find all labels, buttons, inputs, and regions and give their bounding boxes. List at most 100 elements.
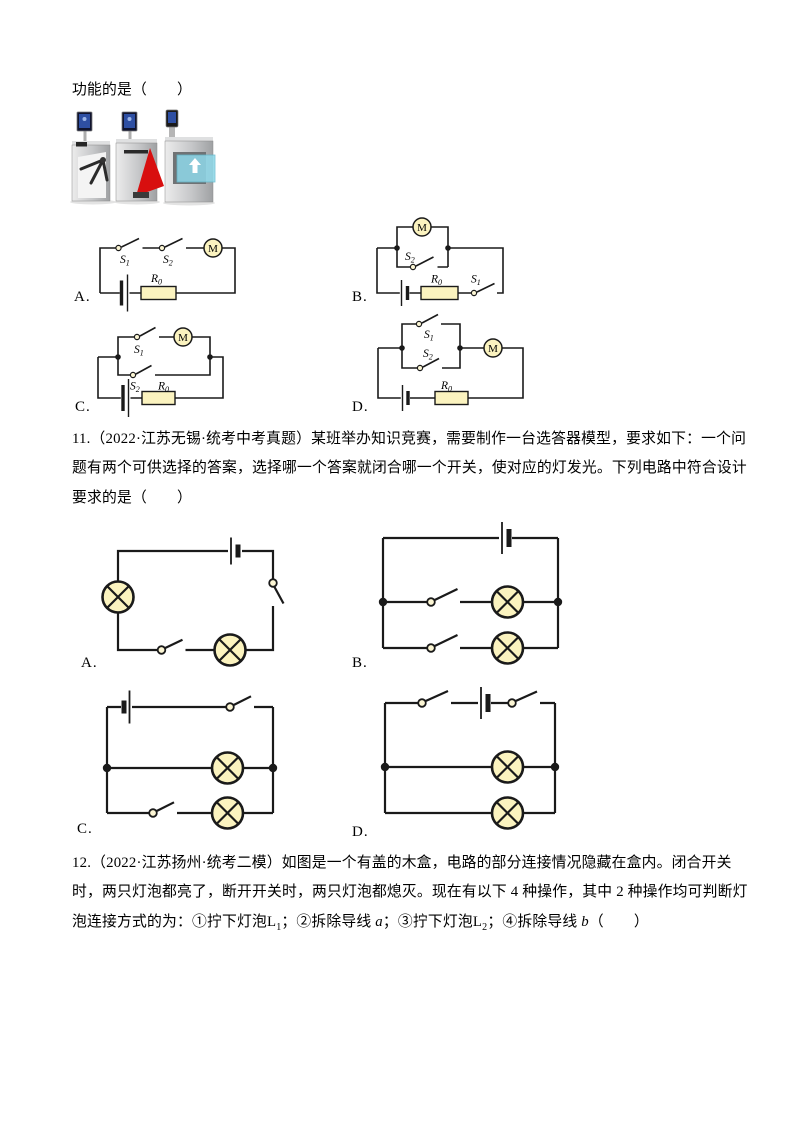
junction-dot [550, 762, 560, 772]
label-r0: R0 [157, 381, 169, 395]
junction-dot [102, 763, 112, 773]
junction-dot [457, 345, 463, 351]
q12-l3-wire-b: b [581, 914, 589, 930]
circuit-q10-c: M S1 S2 R0 [97, 326, 224, 417]
turnstile-gate-middle [115, 111, 164, 202]
red-wedge [136, 148, 164, 196]
label-r0: R0 [430, 274, 442, 288]
lamp-icon [210, 751, 245, 785]
option-label-q10-b: B. [352, 289, 368, 305]
switch-icon [158, 237, 183, 252]
label-s2: S2 [423, 348, 433, 362]
junction-dot [380, 762, 390, 772]
circuit-q10-d: M S1 S2 R0 [377, 313, 524, 411]
circuit-q11-b [378, 522, 563, 665]
switch-icon [426, 634, 458, 653]
switch-icon [409, 256, 434, 271]
label-r0: R0 [150, 273, 162, 287]
option-label-q11-b: B. [352, 655, 368, 671]
option-label-q10-c: C. [75, 399, 91, 415]
junction-dot [394, 245, 400, 251]
switch-icon [115, 237, 140, 252]
battery-icon [121, 690, 131, 724]
battery-icon [230, 537, 241, 565]
svg-text:M: M [208, 243, 218, 255]
q12-text-line-2: 时，两只灯泡都亮了，断开开关时，两只灯泡都熄灭。现在有以下 4 种操作，其中 2… [72, 884, 748, 900]
battery-icon [119, 274, 129, 312]
battery-icon [400, 280, 410, 306]
label-r0: R0 [440, 380, 452, 394]
lamp-icon [210, 796, 245, 830]
svg-text:M: M [417, 222, 427, 234]
switch-icon [129, 364, 152, 379]
switch-icon [426, 588, 458, 607]
battery-icon [121, 379, 130, 417]
turnstile-image [70, 109, 216, 206]
lamp-icon [490, 796, 525, 830]
junction-dot [399, 345, 405, 351]
switch-icon [268, 578, 285, 605]
lamp-icon [490, 631, 525, 665]
lamp-icon [490, 585, 525, 619]
switch-icon [133, 326, 156, 341]
option-label-q10-a: A. [74, 289, 91, 305]
q12-text-line-3: 泡连接方式的为：①拧下灯泡L1；②拆除导线 a；③拧下灯泡L2；④拆除导线 b（… [72, 908, 649, 942]
q12-l3-p1: 泡连接方式的为：①拧下灯泡L [72, 914, 277, 930]
battery-icon [480, 687, 491, 719]
label-s1: S1 [471, 274, 481, 288]
question-stem-tail: 功能的是（ ） [72, 82, 192, 98]
circuit-q10-b: M S2 R0 S1 [376, 217, 504, 306]
label-s2: S2 [163, 254, 173, 268]
option-label-q10-d: D. [352, 399, 369, 415]
q12-l3-wire-a: a [375, 914, 383, 930]
motor-icon: M [173, 327, 193, 347]
q12-l3-p4: ；④拆除导线 [487, 914, 582, 930]
junction-dot [207, 354, 213, 360]
junction-dot [268, 763, 278, 773]
q12-l3-p3: ；③拧下灯泡L [382, 914, 483, 930]
junction-dot [445, 245, 451, 251]
resistor-icon [420, 285, 459, 301]
label-s2: S2 [405, 251, 415, 265]
resistor-icon [141, 390, 176, 406]
q11-text-line-1: 11.（2022·江苏无锡·统考中考真题）某班举办知识竞赛，需要制作一台选答器模… [72, 431, 747, 447]
motor-icon: M [203, 238, 223, 258]
q12-l3-sub2: 2 [482, 921, 488, 933]
tripod-arms-icon [79, 158, 109, 185]
q12-l3-p2: ；②拆除导线 [281, 914, 376, 930]
junction-dot [378, 597, 388, 607]
circuit-q10-a: M S1 S2 R0 [99, 237, 236, 312]
switch-icon [470, 282, 495, 297]
option-label-q11-a: A. [81, 655, 98, 671]
circuit-q11-c [102, 690, 278, 830]
label-s2: S2 [130, 381, 140, 395]
circuit-q11-d [380, 687, 560, 830]
battery-icon [501, 522, 512, 554]
q12-text-line-1: 12.（2022·江苏扬州·统考二模）如图是一个有盖的木盒，电路的部分连接情况隐… [72, 855, 732, 871]
q12-l3-sub1: 1 [276, 921, 282, 933]
label-s1: S1 [424, 329, 434, 343]
label-s1: S1 [134, 344, 144, 358]
switch-icon [507, 690, 538, 708]
switch-icon [416, 357, 440, 372]
svg-text:M: M [178, 332, 188, 344]
q12-l3-p5: （ ） [588, 914, 649, 930]
up-arrow-icon [189, 158, 201, 173]
junction-dot [553, 597, 563, 607]
q11-text-line-3: 要求的是（ ） [72, 490, 192, 506]
option-label-q11-c: C. [77, 821, 93, 837]
motor-icon: M [412, 217, 432, 237]
turnstile-gate-left [71, 111, 111, 202]
svg-text:M: M [488, 343, 498, 355]
resistor-icon [140, 285, 177, 301]
circuit-q11-a [101, 537, 285, 667]
lamp-icon [490, 750, 525, 784]
switch-icon [225, 695, 252, 712]
switch-icon [417, 689, 449, 708]
battery-icon [401, 385, 410, 411]
label-s1: S1 [120, 254, 130, 268]
lamp-icon [101, 580, 135, 614]
lamp-icon [213, 633, 247, 667]
switch-icon [148, 801, 175, 818]
